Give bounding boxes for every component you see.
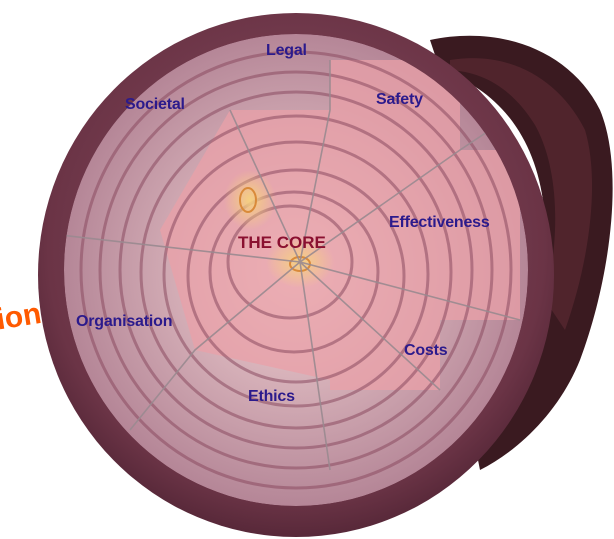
sector-label-safety: Safety bbox=[376, 91, 423, 109]
sector-label-effectiveness: Effectiveness bbox=[389, 214, 490, 232]
sector-label-societal: Societal bbox=[125, 96, 185, 114]
sector-label-costs: Costs bbox=[404, 342, 447, 360]
sector-label-ethics: Ethics bbox=[248, 388, 295, 406]
sector-label-legal: Legal bbox=[266, 42, 307, 60]
core-label: THE CORE bbox=[238, 233, 326, 253]
cut-off-text: ion bbox=[0, 297, 44, 338]
sector-label-organisation: Organisation bbox=[76, 313, 172, 331]
